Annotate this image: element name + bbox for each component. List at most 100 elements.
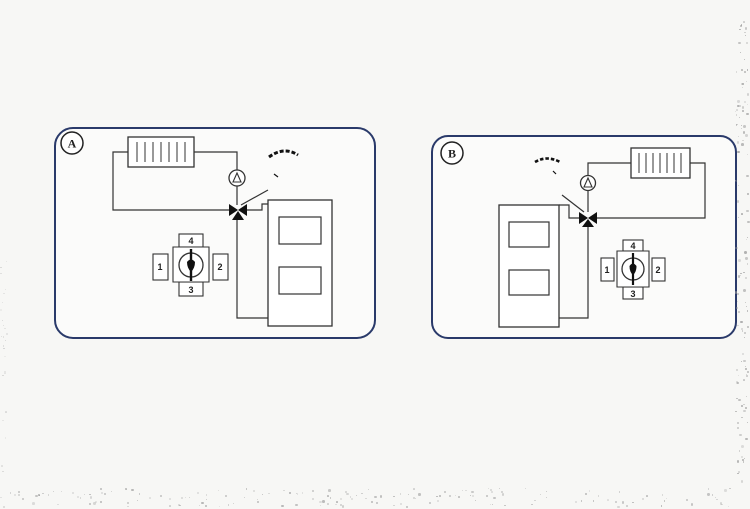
paper-speck <box>745 437 748 441</box>
paper-speck <box>744 367 748 371</box>
paper-speck <box>545 496 548 499</box>
paper-speck <box>413 488 415 490</box>
paper-speck <box>487 488 489 490</box>
paper-speck <box>137 499 139 502</box>
valve-body-icon: 4 1 2 3 <box>600 239 666 300</box>
panel-b-badge-circle <box>440 141 464 165</box>
paper-speck <box>743 251 747 254</box>
paper-speck <box>439 495 441 497</box>
paper-speck <box>719 502 723 505</box>
paper-speck <box>490 490 493 493</box>
paper-speck <box>414 498 416 500</box>
paper-speck <box>738 41 741 45</box>
paper-speck <box>262 494 264 496</box>
paper-speck <box>339 497 343 501</box>
panel-b-badge: B <box>440 141 464 165</box>
paper-speck <box>400 502 403 506</box>
port-4-label: 4 <box>188 236 193 246</box>
paper-speck <box>739 433 742 437</box>
paper-speck <box>301 492 304 494</box>
paper-speck <box>575 501 578 504</box>
paper-speck <box>196 492 199 495</box>
paper-speck <box>735 246 738 249</box>
paper-speck <box>737 381 740 385</box>
paper-speck <box>742 461 744 463</box>
paper-speck <box>740 480 744 483</box>
paper-speck <box>412 497 416 500</box>
paper-speck <box>89 493 91 496</box>
paper-speck <box>104 493 107 496</box>
paper-speck <box>738 116 740 118</box>
paper-speck <box>368 488 370 491</box>
paper-speck <box>746 220 750 224</box>
paper-speck <box>504 504 506 506</box>
paper-speck <box>179 505 181 507</box>
paper-speck <box>138 493 140 495</box>
paper-speck <box>365 498 367 500</box>
paper-speck <box>737 150 740 154</box>
paper-speck <box>201 501 204 505</box>
paper-speck <box>160 495 163 498</box>
panel-a: A <box>54 127 376 339</box>
radiator-icon <box>127 136 195 168</box>
paper-speck <box>736 397 738 400</box>
paper-speck <box>361 492 363 495</box>
paper-speck <box>740 128 742 130</box>
paper-speck <box>42 492 45 495</box>
paper-speck <box>540 493 542 495</box>
paper-speck <box>79 496 82 499</box>
paper-speck <box>76 496 80 499</box>
paper-speck <box>735 179 737 182</box>
paper-speck <box>744 331 747 334</box>
paper-speck <box>735 179 738 183</box>
paper-speck <box>745 42 748 45</box>
paper-speck <box>110 491 113 493</box>
paper-speck <box>72 491 75 495</box>
paper-speck <box>436 495 438 498</box>
paper-speck <box>296 493 298 495</box>
paper-speck <box>735 124 738 126</box>
paper-speck <box>743 359 746 363</box>
paper-speck <box>3 292 5 295</box>
paper-speck <box>464 489 467 492</box>
panel-b: B <box>431 135 737 339</box>
paper-speck <box>1 302 4 304</box>
paper-speck <box>724 489 727 492</box>
paper-speck <box>1 319 3 321</box>
paper-speck <box>4 289 7 291</box>
paper-speck <box>735 114 737 116</box>
pump-icon <box>579 174 597 192</box>
paper-speck <box>685 499 688 502</box>
paper-speck <box>743 59 745 61</box>
paper-speck <box>99 488 102 491</box>
paper-speck <box>283 489 286 492</box>
paper-speck <box>485 495 489 498</box>
paper-speck <box>740 360 743 363</box>
paper-speck <box>5 260 7 262</box>
paper-speck <box>746 93 749 96</box>
paper-speck <box>296 492 299 495</box>
paper-speck <box>370 500 373 503</box>
paper-speck <box>319 504 322 506</box>
paper-speck <box>740 25 743 28</box>
paper-speck <box>743 457 745 459</box>
paper-speck <box>180 497 183 500</box>
paper-speck <box>3 370 6 373</box>
paper-speck <box>741 143 744 146</box>
paper-speck <box>2 505 5 508</box>
three-way-valve-icon <box>579 212 597 227</box>
paper-speck <box>336 501 338 503</box>
pump-icon <box>228 169 246 187</box>
paper-speck <box>743 271 745 274</box>
paper-speck <box>741 106 745 109</box>
paper-speck <box>406 505 409 508</box>
paper-speck <box>330 497 332 499</box>
paper-speck <box>742 83 744 85</box>
paper-speck <box>126 505 129 508</box>
paper-speck <box>232 502 235 505</box>
paper-speck <box>735 410 737 413</box>
paper-speck <box>524 488 527 490</box>
paper-speck <box>736 369 739 372</box>
paper-speck <box>741 416 743 418</box>
paper-speck <box>493 496 496 500</box>
